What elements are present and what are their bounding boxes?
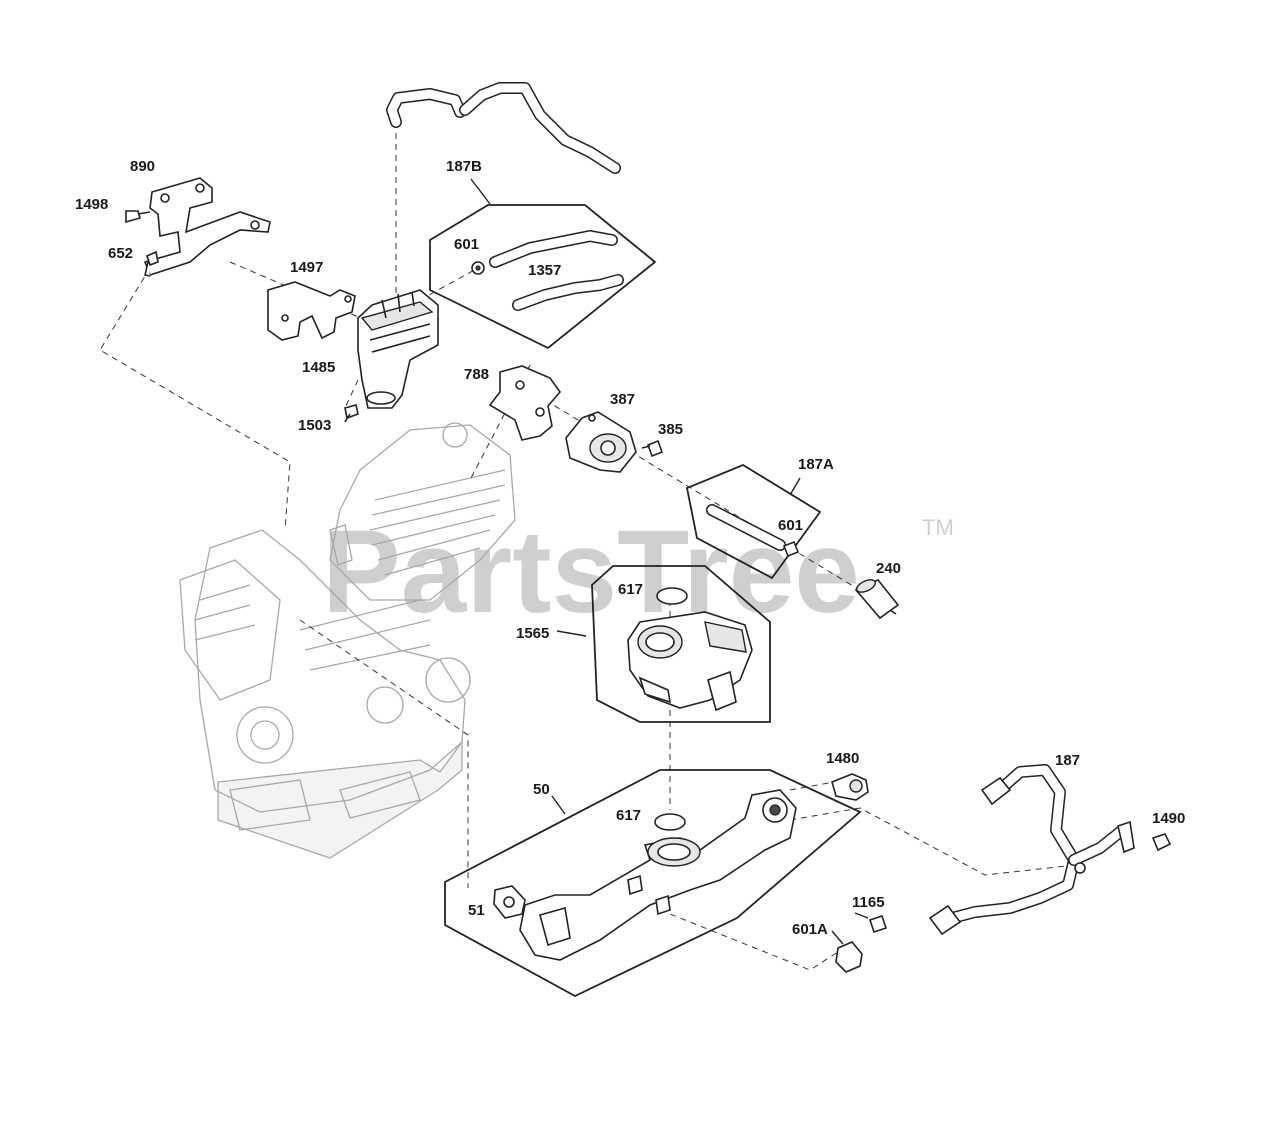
label-1165: 1165 [852,894,885,911]
label-187a: 187A [798,456,834,473]
fuel-line-assembly-187 [928,764,1135,936]
fitting-1490 [1151,833,1172,852]
label-890: 890 [130,158,155,175]
group-box-50 [444,769,862,998]
hose-clip-601-mid [782,540,800,558]
group-box-187b [429,204,657,350]
o-ring-617-bottom [654,813,686,831]
sensor-1480 [831,773,869,801]
group-box-187a [685,463,822,580]
label-652: 652 [108,245,133,262]
throttle-body-1565 [627,611,753,712]
label-601-mid: 601 [778,517,803,534]
label-617-bottom: 617 [616,807,641,824]
label-1485: 1485 [302,359,335,376]
vent-tube [386,82,621,174]
label-187: 187 [1055,752,1080,769]
leader-lines [470,178,869,945]
watermark: PartsTree [322,506,860,638]
label-617-top: 617 [618,581,643,598]
label-1357: 1357 [528,262,561,279]
fuel-pump-module-1485 [357,289,439,409]
label-601-upper: 601 [454,236,479,253]
label-187b: 187B [446,158,482,175]
group-boxes [429,204,862,998]
label-601a: 601A [792,921,828,938]
gasket-51 [493,885,526,919]
fuel-filter-240 [854,579,900,620]
engine-block [179,422,516,859]
label-1497: 1497 [290,259,323,276]
bolt-1498 [125,210,151,224]
label-788: 788 [464,366,489,383]
bracket-1497 [267,281,356,341]
part-labels: 890 1498 652 1497 1485 1503 187B 601 135… [75,158,1185,938]
fuel-line-187a [706,504,786,551]
label-51: 51 [468,902,485,919]
label-385: 385 [658,421,683,438]
pressure-regulator-387 [565,411,637,473]
screw-385 [641,439,664,458]
label-1565: 1565 [516,625,549,642]
watermark-trademark: TM [922,515,954,540]
o-ring-617-top [656,587,688,605]
label-387: 387 [610,391,635,408]
label-1480: 1480 [826,750,859,767]
stud-652 [144,250,159,277]
label-240: 240 [876,560,901,577]
label-1490: 1490 [1152,810,1185,827]
label-1498: 1498 [75,196,108,213]
group-box-1565 [591,565,771,723]
label-1503: 1503 [298,417,331,434]
label-50: 50 [533,781,550,798]
fuel-hose-1357 [489,230,624,311]
bracket-788 [488,365,562,441]
bracket-890 [143,177,271,276]
intake-manifold-50 [519,789,797,961]
bolt-1503 [344,404,359,423]
fitting-1165 [868,914,888,934]
hose-clip-601a [835,941,863,973]
hose-clip-601-upper [471,261,485,275]
